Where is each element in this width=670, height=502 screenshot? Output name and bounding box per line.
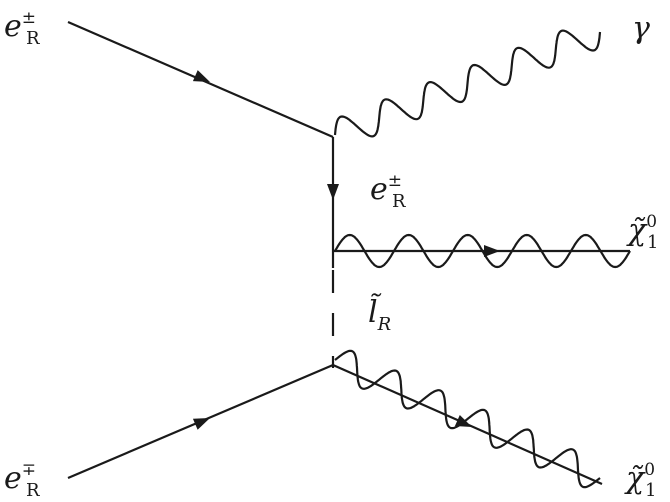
label-incoming-bottom: e∓R bbox=[4, 462, 40, 500]
lower-neutralino-wavy-line bbox=[334, 349, 601, 489]
label-neutralino-upper: χ̃01 bbox=[628, 214, 658, 252]
label-neutralino-upper-sub: 1 bbox=[647, 232, 659, 253]
label-neutralino-lower-symbol: χ̃ bbox=[626, 461, 645, 496]
label-photon: γ bbox=[632, 14, 650, 44]
label-electron-propagator-sup: ± bbox=[387, 171, 403, 191]
label-incoming-bottom-sub: R bbox=[26, 480, 40, 501]
label-incoming-bottom-symbol: e bbox=[4, 461, 22, 496]
label-neutralino-upper-symbol: χ̃ bbox=[628, 213, 647, 248]
lower-neutralino-arrow bbox=[454, 415, 472, 427]
label-incoming-top-sub: R bbox=[26, 28, 40, 49]
label-electron-propagator: e±R bbox=[370, 173, 406, 211]
label-electron-propagator-sub: R bbox=[392, 191, 406, 212]
label-neutralino-lower-sub: 1 bbox=[645, 480, 657, 501]
label-neutralino-lower: χ̃01 bbox=[626, 462, 656, 500]
label-incoming-top: e±R bbox=[4, 10, 40, 48]
label-neutralino-upper-sup: 0 bbox=[646, 212, 658, 232]
photon-wavy-line bbox=[333, 29, 602, 138]
label-photon-symbol: γ bbox=[632, 11, 650, 46]
incoming-bottom-arrow bbox=[192, 418, 210, 430]
label-slepton-sub: R bbox=[377, 314, 392, 335]
upper-neutralino-wavy-line bbox=[334, 233, 631, 269]
electron-propagator-arrow bbox=[327, 184, 339, 200]
incoming-top-arrow bbox=[192, 70, 210, 82]
label-incoming-top-symbol: e bbox=[4, 9, 22, 44]
label-incoming-bottom-sup: ∓ bbox=[21, 460, 37, 480]
label-neutralino-lower-sup: 0 bbox=[644, 460, 656, 480]
upper-neutralino-arrow bbox=[484, 245, 500, 257]
label-slepton-symbol: l̃ bbox=[368, 295, 378, 330]
label-incoming-top-sup: ± bbox=[21, 8, 37, 28]
label-electron-propagator-symbol: e bbox=[370, 172, 388, 207]
label-slepton: l̃R bbox=[368, 298, 391, 334]
